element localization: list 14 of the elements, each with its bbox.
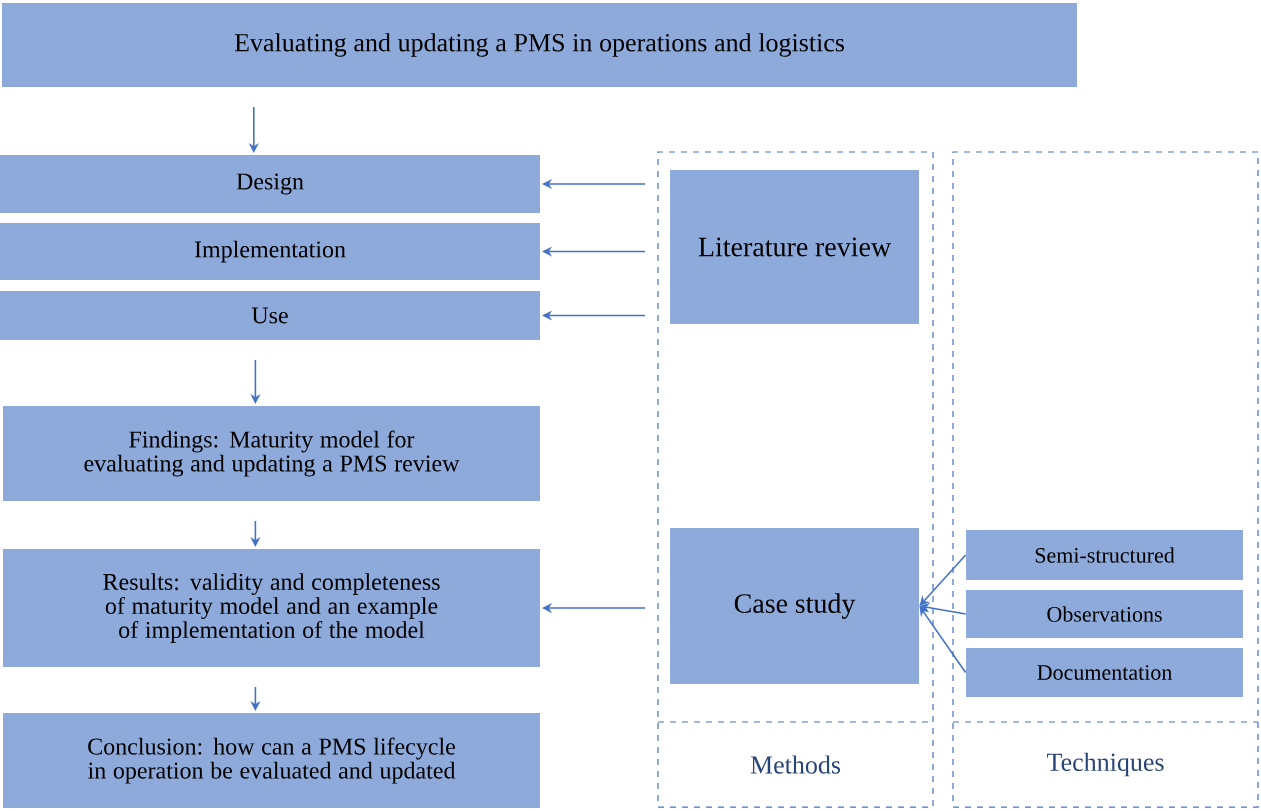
arrow bbox=[919, 554, 967, 606]
process-box: Semi-structured bbox=[966, 530, 1244, 580]
process-box: Implementation bbox=[0, 223, 540, 280]
process-box: Design bbox=[0, 155, 540, 213]
process-box: Case study bbox=[670, 528, 919, 684]
arrow bbox=[919, 606, 967, 674]
process-box: Findings: Maturity model for evaluating and updating a PMS review bbox=[3, 406, 540, 501]
process-box: Use bbox=[0, 291, 540, 340]
process-box: Observations bbox=[966, 590, 1244, 638]
process-box: Results: validity and completeness of maturity model and an example of implementation of the model bbox=[3, 549, 540, 667]
process-box: Literature review bbox=[670, 170, 919, 324]
process-box: Evaluating and updating a PMS in operations and logistics bbox=[2, 3, 1077, 87]
process-box: Documentation bbox=[966, 648, 1244, 697]
process-box: Conclusion: how can a PMS lifecycle in operation be evaluated and updated bbox=[3, 713, 540, 808]
